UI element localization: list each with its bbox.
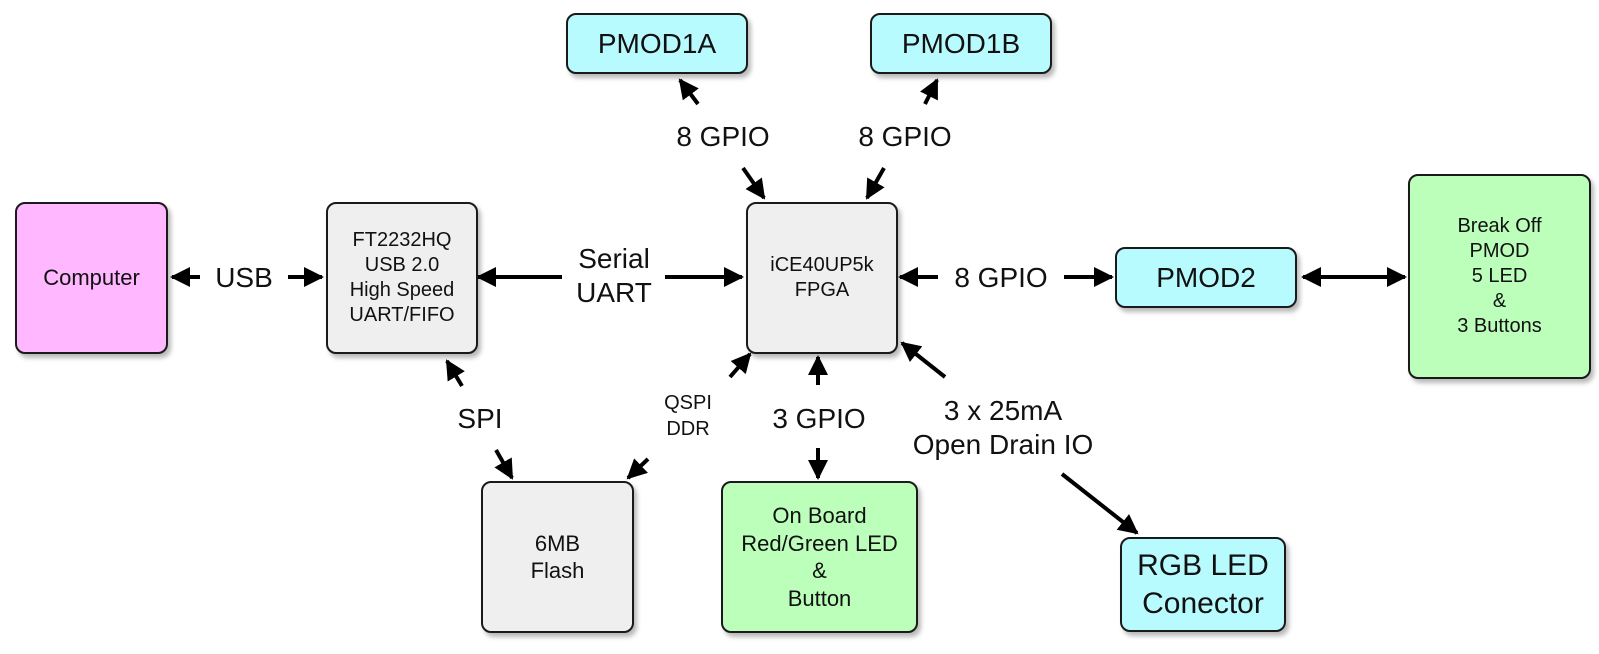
node-label: FT2232HQ [352, 229, 452, 251]
edge-label-text: Serial [578, 243, 650, 274]
edge-label-gpio-pmod1a: 8 GPIO [664, 120, 782, 154]
edge-label-3-gpio: 3 GPIO [760, 402, 878, 436]
node-label: RGB LED [1137, 549, 1269, 582]
node-label: Break Off [1457, 215, 1542, 237]
node-onboard-led-button: On Board Red/Green LED & Button [721, 481, 918, 633]
node-label: Button [787, 585, 852, 611]
edge-label-text: UART [576, 276, 652, 308]
node-pmod2: PMOD2 [1115, 247, 1297, 308]
arrow-spi-to-flash [494, 449, 514, 480]
edge-label-usb: USB [208, 261, 280, 295]
node-label: 3 Buttons [1457, 315, 1542, 337]
edge-label-text: Open Drain IO [912, 428, 1094, 460]
edge-label-text: SPI [457, 403, 503, 434]
node-label: USB 2.0 [364, 254, 440, 276]
node-label: 6MB [534, 530, 581, 556]
node-fpga: iCE40UP5k FPGA [746, 202, 898, 354]
node-label: 5 LED [1471, 265, 1528, 287]
node-label: & [812, 558, 827, 583]
node-label: PMOD [1469, 240, 1530, 262]
node-label: PMOD1B [901, 28, 1021, 59]
arrow-gpio-to-pmod1a [678, 78, 700, 106]
node-label: Flash [530, 558, 585, 583]
node-rgb-led-connector: RGB LED Conector [1120, 537, 1286, 632]
edge-label-text: USB [215, 262, 273, 293]
edge-label-open-drain: 3 x 25mA Open Drain IO [898, 394, 1108, 461]
node-pmod1a: PMOD1A [566, 13, 748, 74]
arrow-gpio1a-to-fpga [741, 166, 766, 200]
node-label: High Speed [349, 279, 455, 301]
node-flash: 6MB Flash [481, 481, 634, 633]
node-pmod1b: PMOD1B [870, 13, 1052, 74]
edge-label-serial-uart: Serial UART [565, 242, 663, 309]
node-label: PMOD2 [1156, 262, 1256, 293]
edge-label-gpio-pmod1b: 8 GPIO [846, 120, 964, 154]
edge-label-text: QSPI [664, 392, 712, 414]
node-breakoff-pmod: Break Off PMOD 5 LED & 3 Buttons [1408, 174, 1591, 379]
edge-label-qspi-ddr: QSPI DDR [656, 390, 720, 442]
node-label: FPGA [794, 279, 850, 301]
edge-label-text: 8 GPIO [676, 121, 770, 152]
edge-label-text: 8 GPIO [954, 262, 1048, 293]
arrow-opendrain-to-fpga [900, 341, 947, 379]
node-computer: Computer [15, 202, 168, 354]
node-label: iCE40UP5k [770, 254, 874, 276]
node-label: On Board [772, 503, 867, 528]
node-label: UART/FIFO [349, 304, 455, 326]
edge-label-text: 3 GPIO [772, 403, 866, 434]
edge-label-text: 3 x 25mA [943, 395, 1063, 426]
arrow-opendrain-to-rgb [1060, 472, 1139, 535]
edge-label-gpio-pmod2: 8 GPIO [942, 261, 1060, 295]
edge-label-spi: SPI [445, 402, 515, 436]
arrow-qspi-to-fpga [728, 352, 752, 379]
arrow-spi-to-ft2232 [445, 359, 465, 388]
arrow-qspi-to-flash [626, 457, 650, 480]
edge-label-text: 8 GPIO [858, 121, 952, 152]
node-label: Red/Green LED [741, 530, 898, 556]
node-label: PMOD1A [597, 28, 717, 59]
arrow-gpio-to-pmod1b [920, 78, 939, 105]
node-ft2232hq: FT2232HQ USB 2.0 High Speed UART/FIFO [326, 202, 478, 354]
edge-label-text: DDR [666, 418, 710, 440]
node-label: Conector [1142, 586, 1264, 620]
arrow-gpio1b-to-fpga [865, 167, 886, 200]
node-label: Computer [43, 265, 140, 291]
node-label: & [1492, 290, 1507, 312]
